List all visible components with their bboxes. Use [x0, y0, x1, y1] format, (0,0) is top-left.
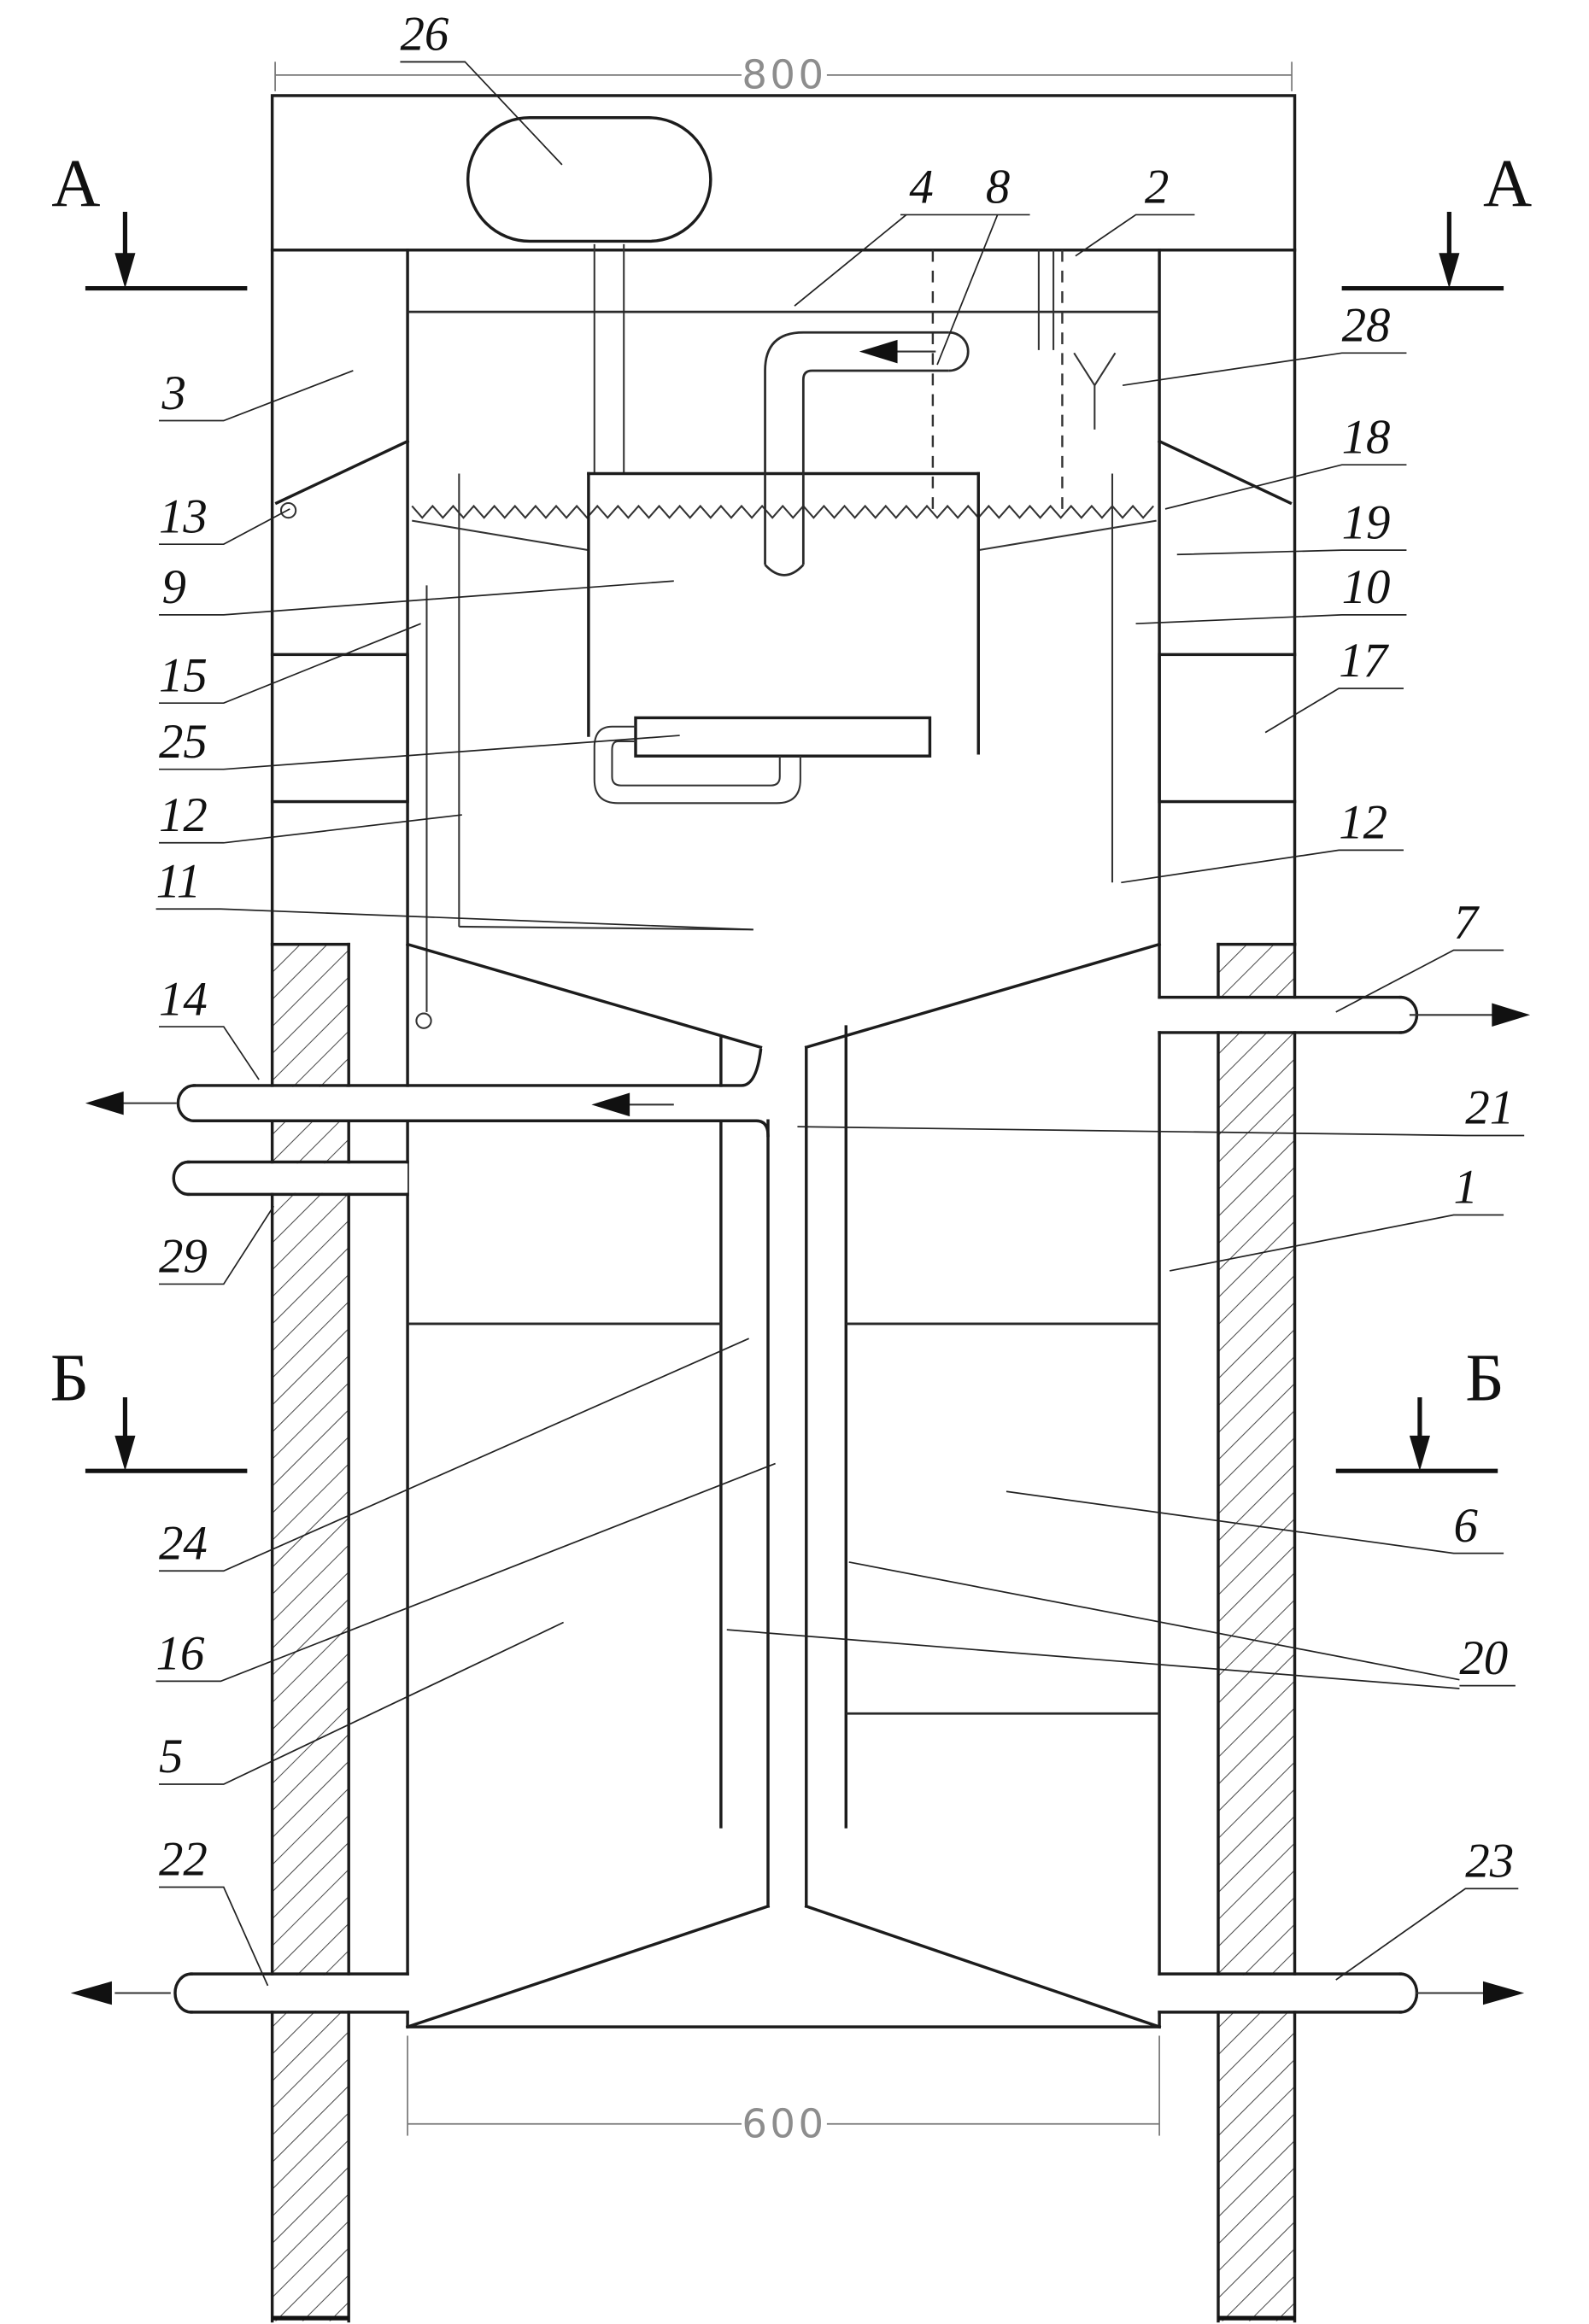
- callout-2: 2: [1145, 161, 1169, 214]
- callout-3: 3: [161, 366, 185, 420]
- section-a-right: А: [1483, 146, 1532, 221]
- right-launder-slant: [1157, 439, 1293, 506]
- flow-arrow-inlet-4: [859, 339, 898, 364]
- stadium-element-26: [466, 116, 712, 243]
- vessel-outline: [270, 94, 1297, 2029]
- flow-arrow-inner-21: [591, 1092, 630, 1117]
- section-arrow: [114, 1435, 136, 1472]
- outlet-pipes: [70, 339, 1531, 2014]
- central-box-9: [587, 471, 980, 805]
- nozzle-13: [279, 501, 297, 519]
- callout-13: 13: [159, 489, 208, 543]
- pipe21-cap: [176, 1084, 196, 1123]
- flow-arrow-bottom-right: [1482, 1981, 1525, 2005]
- element-25: [634, 716, 932, 758]
- right-wall-hatch: [1217, 944, 1295, 2321]
- callout-24: 24: [159, 1516, 208, 1570]
- u-pipe-inner: [611, 740, 781, 787]
- section-arrow: [1409, 1435, 1430, 1472]
- pipe29-cap: [172, 1160, 191, 1197]
- callout-17: 17: [1339, 634, 1389, 688]
- callout-4: 4: [909, 161, 933, 214]
- sawtooth-weir: [411, 504, 1154, 519]
- callout-8: 8: [986, 161, 1010, 214]
- callout-6: 6: [1454, 1499, 1479, 1553]
- leader-lines: [155, 61, 1525, 1987]
- inlet-pipe-4: [764, 331, 970, 577]
- tray-slant-left: [412, 519, 589, 552]
- right-side-box-17: [1158, 653, 1297, 804]
- callout-11: 11: [156, 855, 202, 909]
- callout-14: 14: [159, 972, 208, 1026]
- u-pipe-outer: [593, 725, 801, 805]
- callout-22: 22: [159, 1833, 208, 1887]
- element-11-line: [459, 925, 753, 931]
- callout-10: 10: [1342, 560, 1391, 614]
- callout-12-left: 12: [159, 788, 208, 842]
- callout-28: 28: [1342, 299, 1391, 353]
- mid-funnel-right: [804, 942, 1162, 1050]
- callout-5: 5: [159, 1730, 183, 1783]
- bottom-cone-right: [804, 1904, 1162, 2029]
- flow-arrow-left-21: [85, 1091, 124, 1115]
- callout-25: 25: [159, 715, 208, 769]
- left-tube-end: [415, 1012, 432, 1029]
- left-wall-hatch: [272, 944, 349, 2321]
- pipe23-cap: [1398, 1972, 1419, 2014]
- callout-29: 29: [159, 1230, 208, 1284]
- callout-16: 16: [156, 1627, 205, 1681]
- dim-bottom-width: 600: [742, 2100, 826, 2146]
- section-b-right: Б: [1465, 1340, 1504, 1415]
- callouts: 26 4 8 2 28 3 13 18 19 9 10 15 17 25 12 …: [156, 8, 1515, 1888]
- flow-arrow-bottom-left: [70, 1981, 112, 2005]
- tray-slant-right: [978, 519, 1157, 552]
- callout-26: 26: [400, 8, 449, 61]
- callout-9: 9: [161, 560, 185, 614]
- pipe22-cap: [173, 1972, 193, 2014]
- section-arrow: [114, 253, 136, 289]
- callout-15: 15: [159, 648, 208, 702]
- section-arrow: [1439, 253, 1460, 289]
- callout-12-right: 12: [1339, 796, 1387, 850]
- bottom-dimension: 600: [407, 2035, 1160, 2146]
- small-funnel-28: [1073, 352, 1117, 430]
- callout-7: 7: [1454, 896, 1481, 950]
- callout-21: 21: [1465, 1081, 1514, 1135]
- hatched-walls: [270, 942, 1297, 2323]
- left-launder-slant: [274, 439, 410, 506]
- flow-arrow-right-7: [1492, 1003, 1531, 1027]
- section-b-left: Б: [50, 1340, 89, 1415]
- callout-1: 1: [1454, 1161, 1478, 1215]
- bottom-cone-left: [405, 1904, 771, 2029]
- left-side-box: [270, 653, 409, 804]
- top-box: [270, 94, 1297, 252]
- section-marks: А А Б Б: [50, 146, 1532, 1473]
- callout-18: 18: [1342, 410, 1391, 464]
- callout-20: 20: [1459, 1631, 1508, 1685]
- top-dimension: 800: [274, 51, 1293, 97]
- section-a-left: А: [51, 146, 100, 221]
- callout-23: 23: [1465, 1834, 1514, 1888]
- callout-19: 19: [1342, 495, 1391, 549]
- dim-top-width: 800: [742, 51, 826, 97]
- mid-funnel-left: [405, 942, 763, 1050]
